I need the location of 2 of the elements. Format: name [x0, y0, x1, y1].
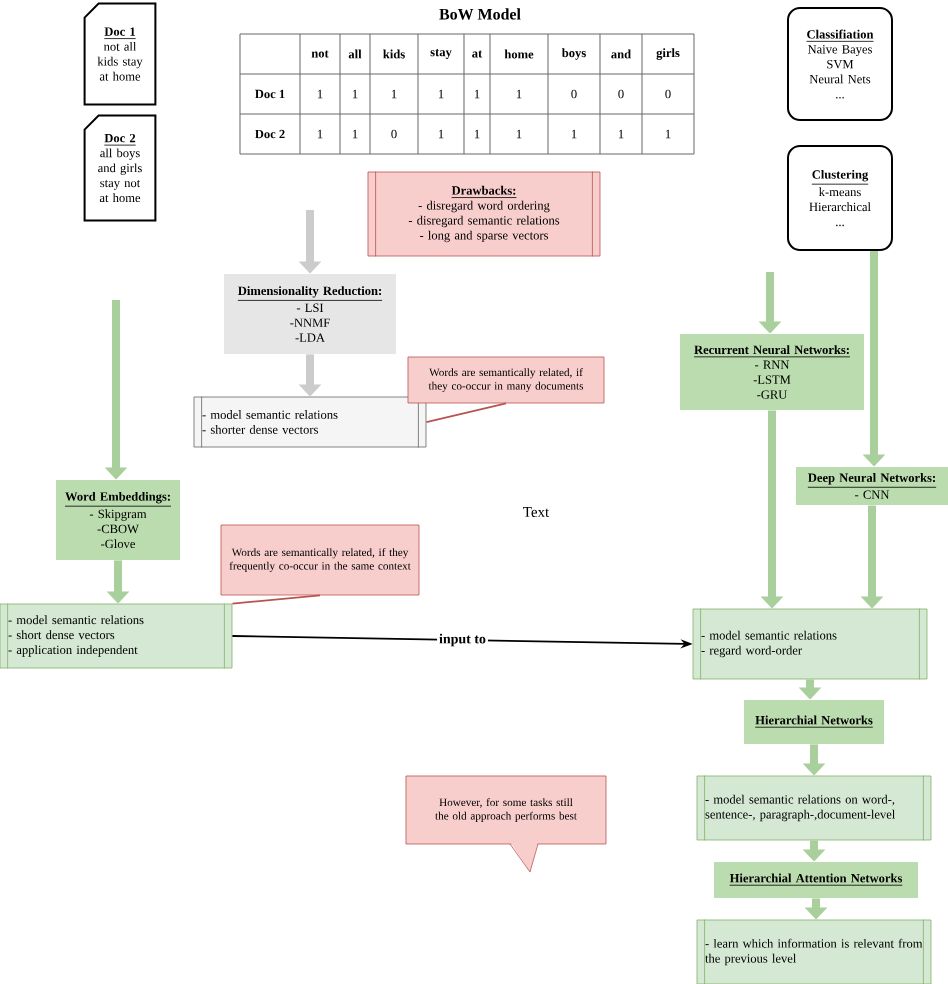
leader-line [425, 402, 507, 423]
leader-line [231, 594, 321, 605]
